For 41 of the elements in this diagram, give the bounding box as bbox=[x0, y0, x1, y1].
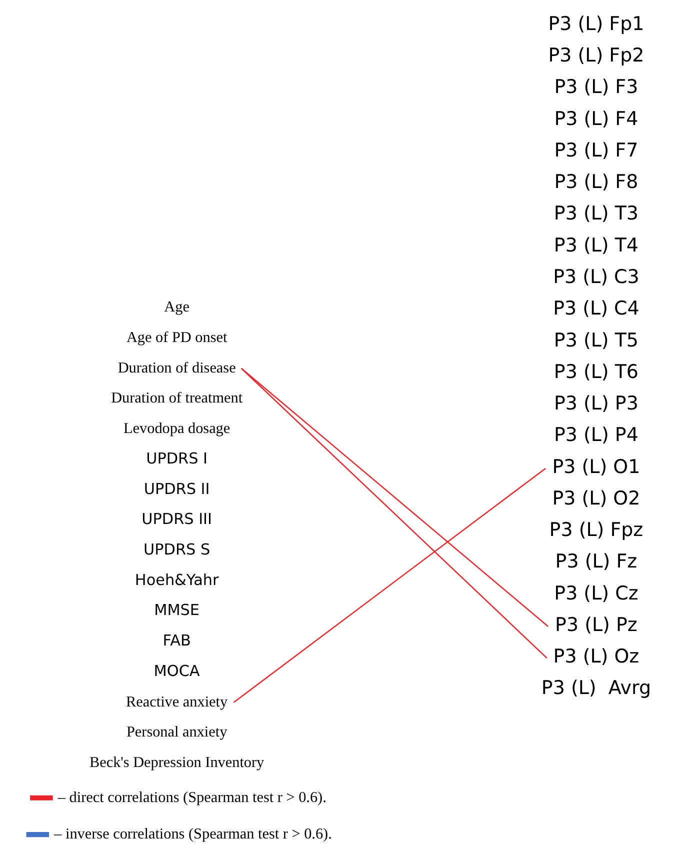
node-text: P3 (L) Fz bbox=[555, 550, 638, 573]
node-text: P3 (L) P4 bbox=[554, 424, 638, 446]
node-text: P3 (L) F8 bbox=[554, 171, 638, 194]
node-text: P3 (L) Avrg bbox=[541, 677, 651, 700]
node-text: Reactive anxiety bbox=[126, 693, 228, 710]
node-text: P3 (L) F4 bbox=[554, 108, 638, 130]
node-text: Beck's Depression Inventory bbox=[90, 754, 264, 772]
node-text: Age of PD onset bbox=[126, 328, 228, 346]
node-text: P3 (L) T4 bbox=[554, 234, 639, 256]
node-text: FAB bbox=[162, 632, 191, 650]
node-text: Duration of treatment bbox=[111, 390, 243, 407]
node-text: P3 (L) Cz bbox=[554, 582, 638, 604]
node-text: P3 (L) Oz bbox=[553, 646, 640, 668]
node-text: Levodopa dosage bbox=[124, 420, 230, 438]
node-text: MOCA bbox=[154, 662, 200, 680]
node-text: Duration of disease bbox=[118, 359, 236, 376]
node-text: P3 (L) Pz bbox=[555, 614, 638, 636]
node-text: P3 (L) C4 bbox=[553, 298, 640, 320]
node-text: P3 (L) P3 bbox=[554, 392, 638, 414]
node-text: UPDRS II bbox=[144, 480, 210, 498]
node-text: P3 (L) O1 bbox=[552, 456, 640, 478]
node-text: P3 (L) T3 bbox=[554, 202, 639, 225]
node-text: Personal anxiety bbox=[126, 724, 228, 741]
node-text: P3 (L) C3 bbox=[553, 266, 640, 288]
node-text: P3 (L) Fpz bbox=[549, 519, 644, 542]
node-text: MMSE bbox=[154, 601, 200, 620]
connector bbox=[233, 468, 546, 703]
node-text: UPDRS S bbox=[144, 540, 210, 558]
node-text: UPDRS I bbox=[146, 449, 208, 468]
node-text: Hoeh&Yahr bbox=[134, 570, 219, 589]
node-text: P3 (L) O2 bbox=[552, 487, 640, 510]
node-text: P3 (L) T5 bbox=[554, 329, 639, 352]
node-text: P3 (L) Fp1 bbox=[548, 12, 644, 35]
node-text: P3 (L) T6 bbox=[554, 360, 639, 383]
node-text: P3 (L) Fp2 bbox=[548, 44, 644, 67]
node-text: UPDRS III bbox=[142, 510, 212, 528]
node-text: P3 (L) F3 bbox=[554, 76, 638, 98]
legend-label: – direct correlations (Spearman test r > 0.6). bbox=[58, 788, 326, 806]
legend-label: – inverse correlations (Spearman test r > 0.6). bbox=[54, 825, 332, 842]
node-text: P3 (L) F7 bbox=[554, 139, 638, 162]
node-text: Age bbox=[164, 298, 190, 316]
